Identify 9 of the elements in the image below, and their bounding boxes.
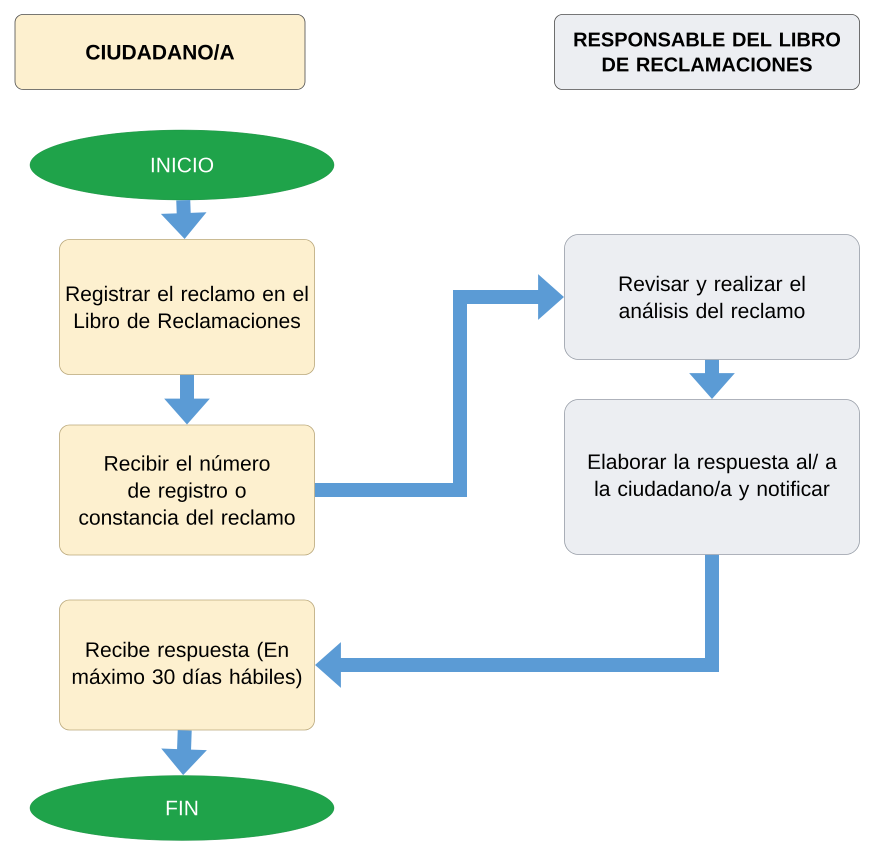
end-oval: FIN: [30, 775, 334, 841]
start-oval: INICIO: [30, 130, 334, 200]
process-box: Recibir el número de registro o constancia del reclamo: [59, 424, 315, 556]
process-box: Revisar y realizar el análisis del reclamo: [564, 234, 860, 360]
header-box: RESPONSABLE DEL LIBRO DE RECLAMACIONES: [554, 14, 860, 90]
process-box: Registrar el reclamo en el Libro de Reclamaciones: [59, 239, 315, 375]
header-box: CIUDADANO/A: [14, 14, 306, 90]
process-box: Recibe respuesta (En máximo 30 días hábiles): [59, 600, 315, 730]
process-box: Elaborar la respuesta al/ a la ciudadano/a y notificar: [564, 399, 860, 555]
